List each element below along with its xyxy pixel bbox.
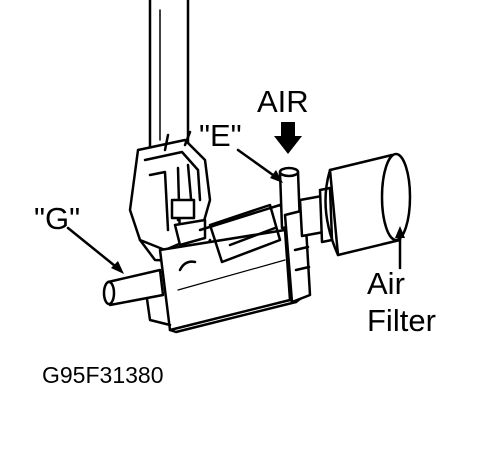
leader-arrowheads <box>111 170 405 274</box>
air-flow-arrow <box>274 122 302 154</box>
air-filter <box>298 152 412 257</box>
label-port-e: "E" <box>199 118 242 153</box>
label-port-g: "G" <box>34 201 81 236</box>
connector <box>128 130 212 264</box>
figure-code: G95F31380 <box>42 362 164 388</box>
label-air-filter-line2: Filter <box>367 303 436 338</box>
label-air: AIR <box>257 84 309 119</box>
label-air-filter-line1: Air <box>367 266 405 301</box>
port-g <box>102 268 165 307</box>
